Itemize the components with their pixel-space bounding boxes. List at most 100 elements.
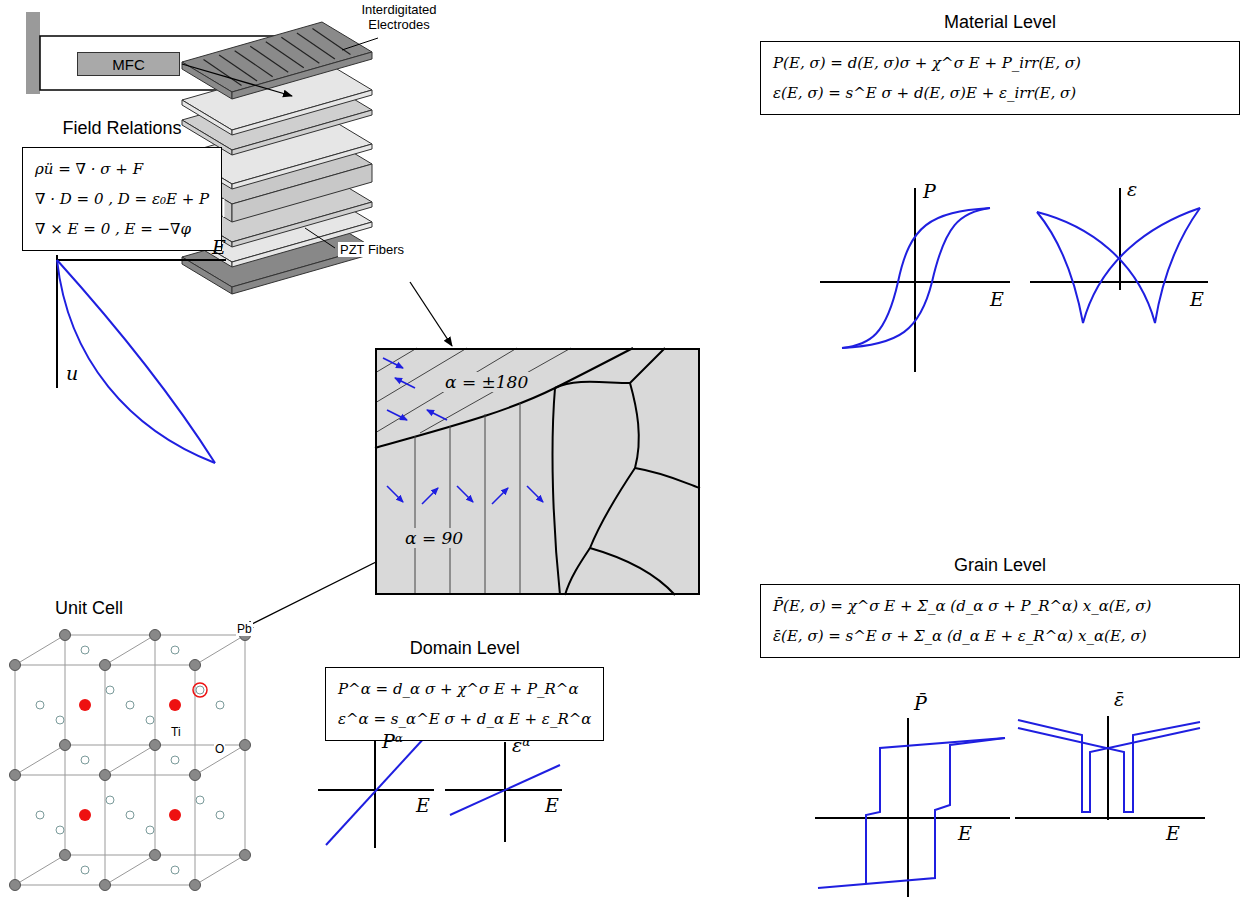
drawing-stroke — [105, 855, 155, 885]
drawing-stroke — [195, 635, 245, 665]
drawing-stroke — [190, 880, 201, 891]
drawing-stroke — [105, 635, 155, 665]
equation-box: P(E, σ) = d(E, σ)σ + χ^σ E + P_irr(E, σ)… — [760, 41, 1240, 115]
equation-panel: Grain LevelP̄(E, σ) = χ^σ E + Σ_α (d_α σ… — [760, 555, 1240, 658]
drawing-stroke — [266, 42, 304, 68]
drawing-stroke — [171, 756, 179, 764]
drawing-stroke — [10, 770, 21, 781]
drawing-stroke — [60, 850, 71, 861]
equation-line: ε^α = s_α^E σ + d_α E + ε_R^α — [338, 704, 591, 734]
drawing-stroke — [146, 826, 154, 834]
equation-line: P(E, σ) = d(E, σ)σ + χ^σ E + P_irr(E, σ) — [773, 48, 1227, 78]
axis-label: Pᵅ — [382, 730, 403, 752]
drawing-stroke — [15, 745, 65, 775]
drawing-stroke — [79, 699, 91, 711]
equation-line: P̄(E, σ) = χ^σ E + Σ_α (d_α σ + P_R^α) x… — [773, 591, 1227, 621]
zoom-arrow — [410, 282, 452, 346]
axis-label: E — [1190, 288, 1204, 310]
drawing-stroke — [15, 635, 65, 665]
equation-line: ε̄(E, σ) = s^E σ + Σ_α (d_α E + ε_R^α) x… — [773, 621, 1227, 651]
material-hysteresis-plots — [820, 188, 1208, 372]
equation-box: ρü = ∇ · σ + F∇ · D = 0 , D = ε₀E + P∇ ×… — [22, 147, 222, 251]
domain-angle-label: α = 90 — [402, 528, 466, 548]
drawing-stroke — [219, 55, 257, 81]
drawing-stroke — [81, 866, 89, 874]
drawing-stroke — [150, 740, 161, 751]
drawing-stroke — [60, 740, 71, 751]
drawing-stroke — [146, 716, 154, 724]
level-heading: Material Level — [760, 12, 1240, 33]
drawing-stroke — [216, 811, 224, 819]
drawing-stroke — [232, 144, 372, 189]
drawing-stroke — [281, 37, 319, 63]
clamp-wall — [26, 12, 40, 94]
drawing-stroke — [235, 51, 273, 77]
drawing-stroke — [196, 686, 204, 694]
drawing-stroke — [10, 660, 21, 671]
atom-label: O — [214, 742, 225, 756]
leader-line — [305, 228, 335, 248]
drawing-stroke — [36, 811, 44, 819]
equation-box: P^α = d_α σ + χ^σ E + P_R^αε^α = s_α^E σ… — [325, 667, 604, 741]
drawing-stroke — [105, 745, 155, 775]
axis-label: εᵅ — [512, 734, 530, 756]
drawing-stroke — [193, 683, 207, 697]
drawing-stroke — [36, 701, 44, 709]
drawing-stroke — [56, 716, 64, 724]
drawing-stroke — [196, 796, 204, 804]
drawing-stroke — [190, 770, 201, 781]
drawing-stroke — [106, 686, 114, 694]
domain-angle-label: α = ±180 — [442, 372, 531, 392]
leader-line — [342, 38, 378, 50]
axis-label: E — [1166, 822, 1180, 844]
drawing-stroke — [223, 199, 225, 217]
drawing-stroke — [190, 660, 201, 671]
level-heading: Domain Level — [325, 638, 604, 659]
zoom-arrow — [182, 64, 292, 96]
displacement-plot — [57, 255, 226, 463]
drawing-stroke — [312, 28, 350, 54]
drawing-stroke — [106, 796, 114, 804]
axis-label: E — [545, 794, 559, 816]
equation-line: ρü = ∇ · σ + F — [35, 154, 209, 184]
equation-line: ε(E, σ) = s^E σ + d(E, σ)E + ε_irr(E, σ) — [773, 78, 1227, 108]
perovskite-unit-cell — [10, 630, 251, 891]
axis-label: ε̄ — [1114, 688, 1124, 710]
drawing-stroke — [56, 826, 64, 834]
level-heading: Grain Level — [760, 555, 1240, 576]
drawing-stroke — [100, 880, 111, 891]
level-heading: Field Relations — [22, 118, 222, 139]
drawing-stroke — [60, 630, 71, 641]
equation-panel: Field Relations ρü = ∇ · σ + F∇ · D = 0 ,… — [22, 118, 222, 251]
drawing-stroke — [150, 850, 161, 861]
axis-label: P — [923, 180, 936, 202]
drawing-stroke — [232, 90, 372, 135]
grain-micrograph-frame: α = ±180 α = 90 — [375, 348, 700, 595]
drawing-stroke — [126, 811, 134, 819]
grain-switching-plots — [815, 716, 1205, 897]
part-label: PZT Fibers — [338, 242, 406, 257]
drawing-stroke — [126, 701, 134, 709]
drawing-stroke — [81, 646, 89, 654]
drawing-stroke — [10, 880, 21, 891]
grain-micrograph — [375, 348, 700, 595]
drawing-stroke — [79, 809, 91, 821]
axis-label: P̄ — [914, 692, 927, 714]
drawing-stroke — [150, 630, 161, 641]
equation-line: ∇ · D = 0 , D = ε₀E + P — [35, 184, 209, 214]
equation-line: P^α = d_α σ + χ^σ E + P_R^α — [338, 674, 591, 704]
axis-label: E — [212, 236, 226, 258]
node-label: MFC — [112, 56, 145, 73]
atom-label: Pb — [236, 622, 253, 636]
drawing-stroke — [182, 100, 232, 135]
part-label: Interdigitated Electrodes — [352, 2, 446, 32]
axis-label: E — [990, 288, 1004, 310]
drawing-stroke — [182, 62, 232, 99]
equation-panel: Material LevelP(E, σ) = d(E, σ)σ + χ^σ E… — [760, 12, 1240, 115]
axis-label: E — [958, 822, 972, 844]
drawing-stroke — [216, 701, 224, 709]
equation-line: ∇ × E = 0 , E = −∇φ — [35, 214, 209, 244]
drawing-stroke — [169, 809, 181, 821]
